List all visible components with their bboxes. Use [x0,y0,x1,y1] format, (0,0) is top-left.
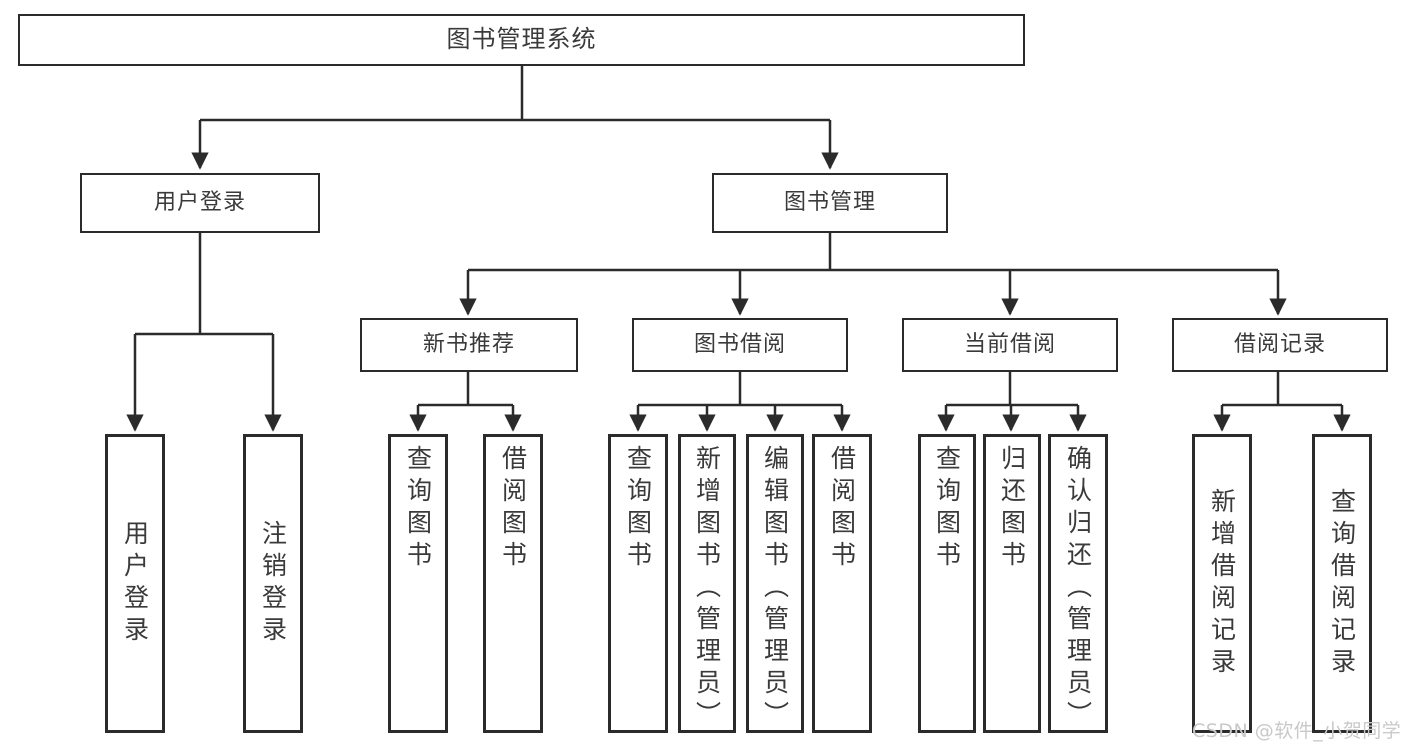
leaf-borrow-record-query-record[interactable]: 查询借阅记录 [1312,434,1372,733]
leaf-current-borrow-confirm-return-admin-label: 确认归还（管理员） [1063,445,1093,733]
node-book-borrow[interactable]: 图书借阅 [632,318,848,372]
leaf-book-borrow-edit-book-admin-label: 编辑图书（管理员） [760,445,790,733]
leaf-new-book-borrow-book-label: 借阅图书 [498,445,528,573]
node-current-borrow[interactable]: 当前借阅 [902,318,1118,372]
node-root-book-management-system[interactable]: 图书管理系统 [18,14,1025,66]
leaf-new-book-borrow-book[interactable]: 借阅图书 [483,434,543,733]
node-new-book-recommend-label: 新书推荐 [422,332,515,358]
node-book-management[interactable]: 图书管理 [712,173,948,233]
leaf-new-book-query-book-label: 查询图书 [403,445,433,573]
node-book-borrow-label: 图书借阅 [693,332,786,358]
leaf-book-borrow-query-book-label: 查询图书 [623,445,653,573]
leaf-book-borrow-borrow-book-label: 借阅图书 [827,445,857,573]
node-root-label: 图书管理系统 [446,25,597,54]
node-book-management-label: 图书管理 [783,190,876,216]
node-user-login-label: 用户登录 [153,190,246,216]
node-new-book-recommend[interactable]: 新书推荐 [360,318,578,372]
csdn-watermark: CSDN @软件_小贺同学 [1192,720,1402,742]
leaf-current-borrow-return-book[interactable]: 归还图书 [983,434,1041,733]
leaf-book-borrow-edit-book-admin[interactable]: 编辑图书（管理员） [746,434,804,733]
leaf-user-login-logout-label: 注销登录 [258,519,288,648]
leaf-borrow-record-add-record[interactable]: 新增借阅记录 [1192,434,1252,733]
node-current-borrow-label: 当前借阅 [963,332,1056,358]
leaf-user-login-logout[interactable]: 注销登录 [243,434,303,733]
node-borrow-record-label: 借阅记录 [1233,332,1326,358]
node-borrow-record[interactable]: 借阅记录 [1172,318,1388,372]
leaf-current-borrow-query-book[interactable]: 查询图书 [918,434,976,733]
leaf-borrow-record-query-record-label: 查询借阅记录 [1327,487,1357,680]
leaf-new-book-query-book[interactable]: 查询图书 [388,434,448,733]
leaf-user-login-login-label: 用户登录 [120,519,150,648]
leaf-current-borrow-return-book-label: 归还图书 [997,445,1027,573]
leaf-current-borrow-confirm-return-admin[interactable]: 确认归还（管理员） [1048,434,1108,733]
node-user-login[interactable]: 用户登录 [80,173,320,233]
leaf-user-login-login[interactable]: 用户登录 [105,434,165,733]
leaf-book-borrow-add-book-admin[interactable]: 新增图书（管理员） [678,434,736,733]
leaf-book-borrow-query-book[interactable]: 查询图书 [608,434,668,733]
leaf-book-borrow-borrow-book[interactable]: 借阅图书 [812,434,872,733]
leaf-book-borrow-add-book-admin-label: 新增图书（管理员） [692,445,722,733]
leaf-current-borrow-query-book-label: 查询图书 [932,445,962,573]
leaf-borrow-record-add-record-label: 新增借阅记录 [1207,487,1237,680]
